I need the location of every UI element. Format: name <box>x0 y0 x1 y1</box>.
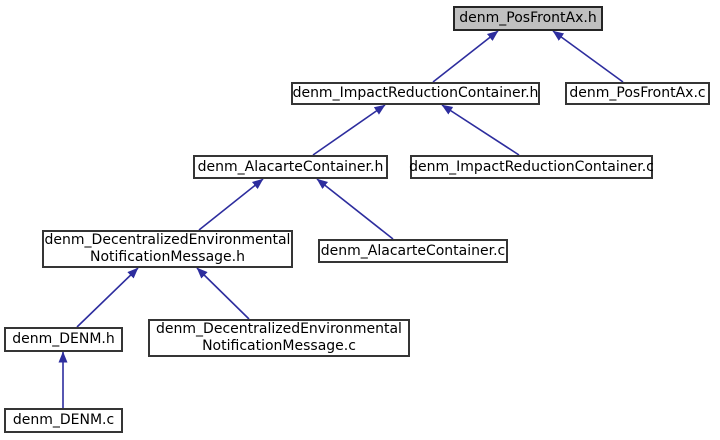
graph-node-label: denm_ImpactReductionContainer.c <box>409 158 654 175</box>
graph-node-denm_PosFrontAx_h[interactable]: denm_PosFrontAx.h <box>453 6 603 31</box>
include-edge-denm_PosFrontAx_c <box>552 30 624 83</box>
graph-node-label: denm_AlacarteContainer.c <box>320 242 506 259</box>
graph-node-denm_ImpactReductionContainer_h[interactable]: denm_ImpactReductionContainer.h <box>291 82 540 105</box>
graph-node-label: NotificationMessage.c <box>202 338 356 354</box>
include-edge-denm_AlacarteContainer_c <box>316 178 394 240</box>
graph-node-denm_PosFrontAx_c[interactable]: denm_PosFrontAx.c <box>565 82 710 105</box>
graph-node-label: denm_AlacarteContainer.h <box>197 158 384 175</box>
graph-node-label: denm_PosFrontAx.c <box>569 85 706 101</box>
graph-node-label: denm_DecentralizedEnvironmental <box>44 232 291 248</box>
include-edge-denm_ImpactReductionContainer_h <box>432 30 499 83</box>
graph-node-label: denm_DENM.h <box>12 331 115 347</box>
graph-node-label: denm_PosFrontAx.h <box>459 10 597 26</box>
graph-node-denm_ImpactReductionContainer_c[interactable]: denm_ImpactReductionContainer.c <box>409 155 654 179</box>
graph-node-denm_DENM_h[interactable]: denm_DENM.h <box>4 327 123 352</box>
graph-node-label: denm_DecentralizedEnvironmental <box>156 321 402 337</box>
include-edge-denm_AlacarteContainer_h <box>312 104 386 156</box>
include-edge-denm_ImpactReductionContainer_c <box>441 104 520 156</box>
graph-node-denm_AlacarteContainer_c[interactable]: denm_AlacarteContainer.c <box>318 239 508 263</box>
graph-node-label: denm_DENM.c <box>12 412 115 428</box>
graph-node-label: denm_ImpactReductionContainer.h <box>292 85 539 101</box>
include-edge-denm_DENM_h <box>76 267 139 328</box>
include-edge-denm_DecentralizedEnvironmentalNotificationMessage_c <box>196 267 250 320</box>
graph-node-denm_DENM_c[interactable]: denm_DENM.c <box>4 408 123 433</box>
graph-node-label: NotificationMessage.h <box>89 249 245 265</box>
graph-node-denm_AlacarteContainer_h[interactable]: denm_AlacarteContainer.h <box>193 155 388 179</box>
include-edge-denm_DecentralizedEnvironmentalNotificationMessage_h <box>198 178 264 231</box>
